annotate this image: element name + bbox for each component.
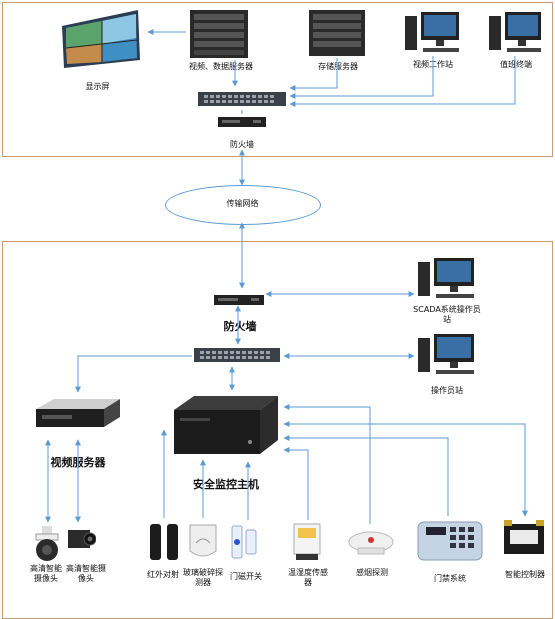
- hd-box-camera-label: 高清智能摄像头: [66, 564, 106, 583]
- access-control-label: 门禁系统: [434, 574, 466, 583]
- smoke-detector-icon: [346, 526, 396, 562]
- scada-station-label: SCADA系统操作员站: [413, 305, 481, 324]
- bottom-switch-icon: [192, 344, 282, 366]
- temp-humidity-sensor-icon: [290, 522, 324, 564]
- storage-server-icon: [305, 8, 369, 58]
- bottom-firewall-icon: [213, 292, 265, 306]
- glass-break-detector-label: 玻璃破碎探测器: [183, 568, 223, 587]
- temp-humidity-sensor-label: 温湿度传感器: [288, 568, 328, 587]
- top-firewall-icon: [217, 114, 267, 128]
- smart-controller-icon: [500, 518, 548, 560]
- video-data-server-icon: [186, 8, 252, 60]
- duty-terminal-icon: [487, 10, 545, 56]
- safety-host-label: 安全监控主机: [193, 478, 259, 491]
- transmission-network-label: 传输网络: [226, 199, 259, 208]
- nvr-video-server-icon: [34, 395, 122, 437]
- video-workstation-icon: [403, 10, 463, 56]
- ir-beam-label: 红外对射: [147, 570, 179, 579]
- operator-station-icon: [416, 332, 478, 378]
- smart-controller-label: 智能控制器: [505, 570, 545, 579]
- smoke-detector-label: 感烟探测: [356, 568, 388, 577]
- top-firewall-label: 防火墙: [230, 140, 254, 149]
- scada-station-icon: [416, 256, 478, 302]
- access-control-keypad-icon: [414, 518, 486, 564]
- video-data-server-label: 视频、数据服务器: [189, 62, 253, 71]
- hd-box-camera-icon: [66, 524, 97, 554]
- display-wall-icon: [50, 8, 145, 70]
- safety-host-icon: [170, 392, 282, 458]
- door-magnet-switch-label: 门磁开关: [230, 572, 262, 581]
- top-switch-icon: [196, 88, 288, 110]
- duty-terminal-label: 值班终端: [500, 60, 532, 69]
- display-label: 显示屏: [85, 82, 110, 91]
- hd-dome-camera-label: 高清智能摄像头: [30, 564, 62, 583]
- glass-break-detector-icon: [186, 521, 220, 563]
- operator-station-label: 操作员站: [431, 386, 463, 395]
- ir-beam-icon: [147, 520, 181, 564]
- door-magnet-switch-icon: [228, 522, 262, 564]
- storage-server-label: 存储服务器: [318, 62, 358, 71]
- transmission-network-ellipse: [165, 185, 321, 225]
- hd-dome-camera-icon: [32, 524, 62, 564]
